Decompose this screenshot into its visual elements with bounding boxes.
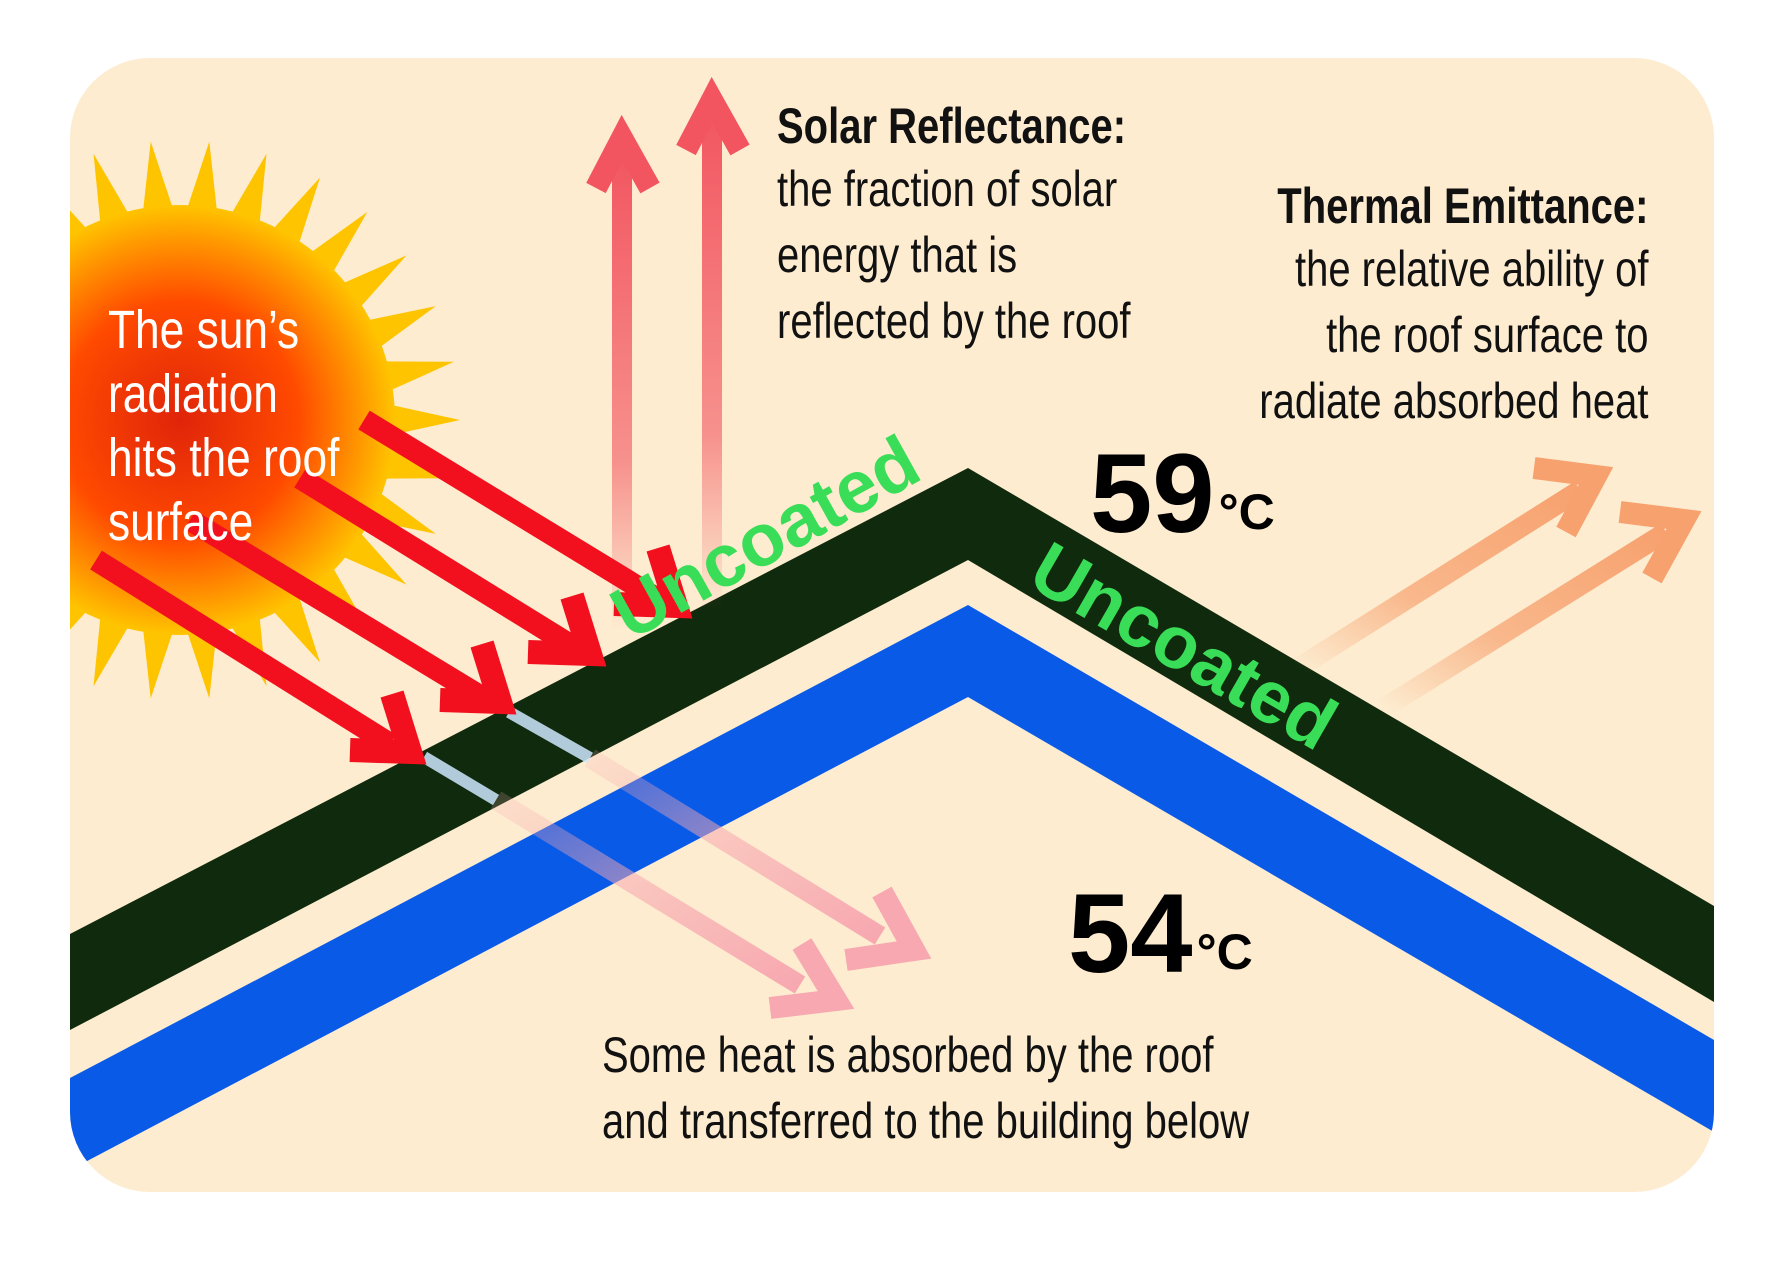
sun-core bbox=[70, 205, 395, 635]
arrow-up-icon bbox=[702, 110, 722, 610]
arrow-down-right-icon bbox=[90, 550, 396, 754]
arrow-up-right-icon bbox=[1378, 523, 1672, 717]
emitted-arrows bbox=[1292, 457, 1702, 717]
sun-caption-line: radiation bbox=[108, 364, 278, 424]
solar-reflectance-title: Solar Reflectance: bbox=[777, 98, 1127, 154]
sun-burst-icon bbox=[70, 141, 460, 699]
roof-outer-layer bbox=[70, 468, 1714, 1030]
sun-caption-line: hits the roof bbox=[108, 428, 340, 488]
absorbed-heat-line: and transferred to the building below bbox=[602, 1093, 1250, 1149]
arrow-down-right-icon bbox=[358, 410, 662, 608]
reflected-arrows bbox=[586, 76, 750, 630]
solar-reflectance-line: reflected by the roof bbox=[777, 293, 1131, 349]
arrow-down-right-icon bbox=[184, 510, 486, 706]
sun-caption-line: The sun’s bbox=[108, 300, 300, 360]
inner-temperature: 54°C bbox=[1068, 878, 1253, 990]
inner-temperature-value: 54 bbox=[1068, 871, 1193, 996]
thermal-emittance-callout: Thermal Emittance: the relative ability … bbox=[1259, 176, 1648, 434]
outer-temperature: 59°C bbox=[1090, 438, 1275, 550]
beam-through-right bbox=[506, 706, 593, 764]
solar-reflectance-callout: Solar Reflectance: the fraction of solar… bbox=[777, 96, 1131, 354]
arrow-down-right-icon bbox=[584, 749, 886, 945]
temperature-unit: °C bbox=[1196, 924, 1253, 980]
beam-through-left bbox=[420, 751, 500, 806]
solar-reflectance-line: energy that is bbox=[777, 227, 1018, 283]
thermal-emittance-line: radiate absorbed heat bbox=[1258, 373, 1648, 429]
absorbed-heat-caption: Some heat is absorbed by the roof and tr… bbox=[602, 1022, 1249, 1154]
arrow-down-right-icon bbox=[490, 791, 806, 994]
thermal-emittance-line: the roof surface to bbox=[1325, 307, 1648, 363]
arrow-up-icon bbox=[612, 150, 632, 630]
thermal-emittance-line: the relative ability of bbox=[1294, 241, 1648, 297]
transferred-heat-arrows bbox=[490, 749, 932, 1019]
roof-inner-layer bbox=[70, 605, 1714, 1170]
absorbed-heat-line: Some heat is absorbed by the roof bbox=[602, 1027, 1214, 1083]
temperature-unit: °C bbox=[1218, 484, 1275, 540]
sun-caption: The sun’s radiation hits the roof surfac… bbox=[108, 298, 354, 554]
outer-temperature-value: 59 bbox=[1090, 431, 1215, 556]
solar-reflectance-line: the fraction of solar bbox=[777, 161, 1118, 217]
sun-caption-line: surface bbox=[108, 492, 254, 552]
arrow-down-right-icon bbox=[294, 468, 578, 656]
thermal-emittance-title: Thermal Emittance: bbox=[1276, 178, 1648, 234]
arrow-up-right-icon bbox=[1292, 481, 1586, 677]
incoming-radiation-arrows bbox=[90, 410, 693, 765]
